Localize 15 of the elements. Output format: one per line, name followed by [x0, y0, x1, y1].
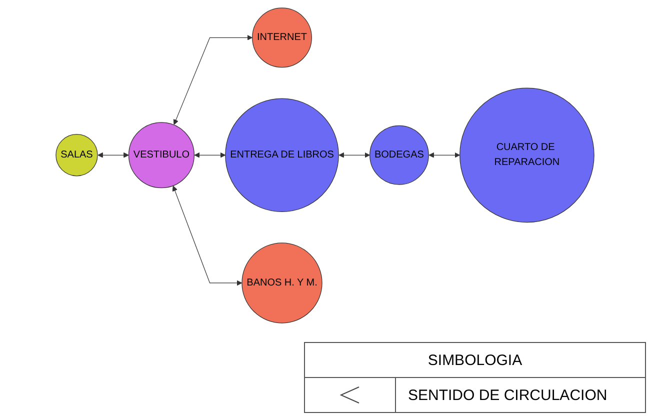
arrow — [172, 185, 242, 286]
arrow — [338, 152, 370, 158]
node-circle: VESTIBULO — [128, 122, 194, 188]
node-circle: ENTREGA DE LIBROS — [225, 98, 339, 212]
node-circle: BODEGAS — [370, 124, 429, 184]
node-circle: INTERNET — [252, 7, 312, 68]
arrow — [173, 34, 253, 124]
legend-text: SENTIDO DE CIRCULACION — [407, 386, 608, 404]
node-circle: SALAS — [56, 134, 98, 176]
node-circle: CUARTO DE REPARACION — [460, 87, 594, 222]
arrow — [428, 152, 460, 158]
arrow — [194, 152, 226, 158]
node-circle: BANOS H. Y M. — [242, 242, 322, 323]
legend-title: SIMBOLOGIA — [428, 352, 522, 368]
arrow — [98, 152, 129, 158]
